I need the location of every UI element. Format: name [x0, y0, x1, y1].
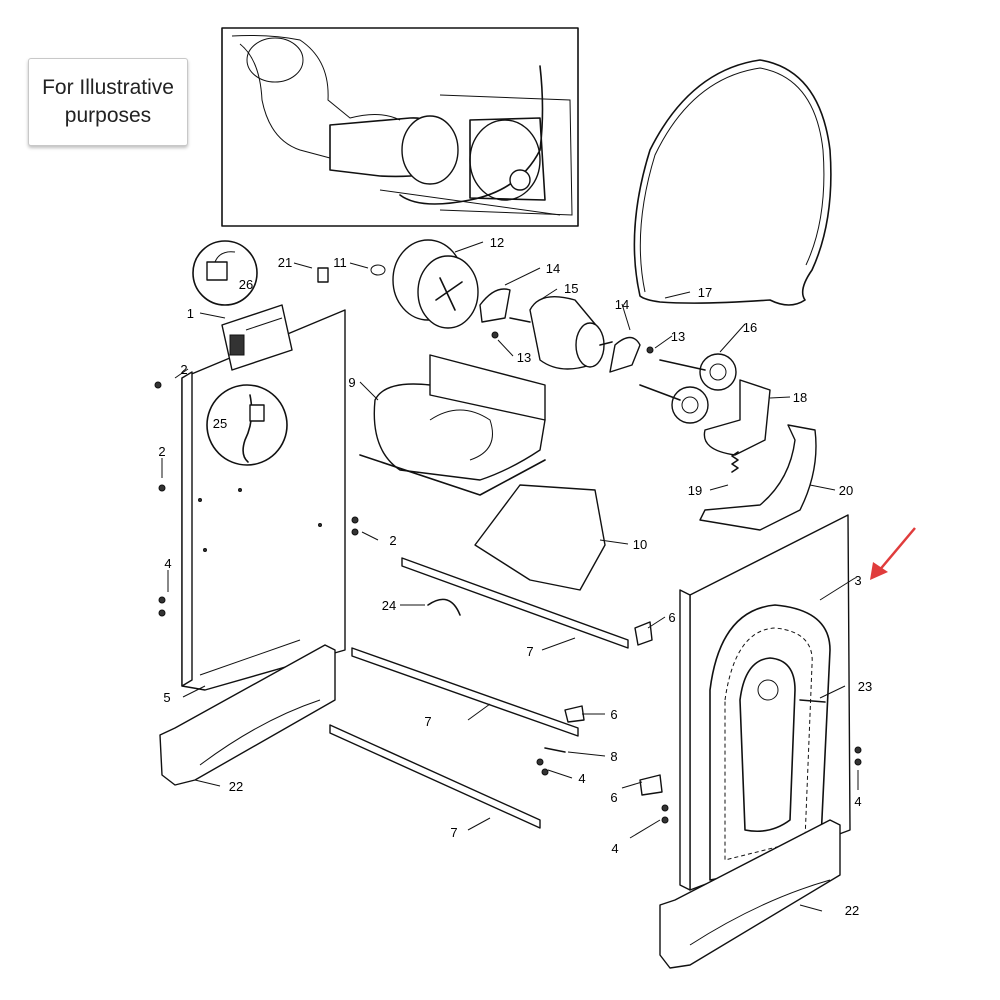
harness-24	[427, 598, 461, 616]
idler-pulleys	[639, 353, 737, 424]
callout-22-a: 22	[229, 779, 243, 794]
callout-16: 16	[743, 320, 757, 335]
leader-lines	[161, 241, 859, 912]
illustrative-purposes-note: For Illustrative purposes	[28, 58, 188, 146]
callout-2-c: 2	[389, 533, 396, 548]
clip-6-c	[639, 774, 663, 796]
callout-7-b: 7	[424, 714, 431, 729]
callout-12: 12	[490, 235, 504, 250]
callout-8: 8	[610, 749, 617, 764]
rail-lower	[329, 724, 541, 829]
front-panel	[679, 514, 851, 891]
drive-motor	[509, 296, 613, 370]
oring-11	[370, 264, 386, 276]
callout-21: 21	[278, 255, 292, 270]
bolt-23	[799, 699, 826, 703]
screws	[154, 331, 862, 824]
callout-19: 19	[688, 483, 702, 498]
callout-20: 20	[839, 483, 853, 498]
air-duct	[474, 484, 606, 591]
base-right	[659, 819, 841, 969]
idler-arm	[703, 379, 771, 456]
blower-wheel	[392, 239, 479, 329]
callout-7-a: 7	[526, 644, 533, 659]
clip-6-b	[564, 705, 585, 723]
callout-6-c: 6	[610, 790, 617, 805]
callout-labels: 1 2 2 2 3 4 4 4 4 5 6 6 6 7 7 7 8 9 10 1…	[158, 235, 872, 918]
callout-4-c: 4	[611, 841, 618, 856]
callout-22-b: 22	[845, 903, 859, 918]
drum-support	[699, 424, 817, 531]
blower-housing	[359, 354, 546, 496]
thermistor-8	[544, 747, 566, 753]
callout-3: 3	[854, 573, 861, 588]
fuse-21	[317, 267, 329, 283]
motor-bracket-left	[479, 288, 511, 323]
rail-upper	[401, 557, 629, 649]
callout-6-b: 6	[610, 707, 617, 722]
callout-10: 10	[633, 537, 647, 552]
callout-26: 26	[239, 277, 253, 292]
callout-2-b: 2	[158, 444, 165, 459]
callout-11: 11	[333, 255, 347, 270]
callout-1: 1	[187, 306, 194, 321]
callout-14-a: 14	[546, 261, 560, 276]
callout-14-b: 14	[615, 297, 629, 312]
callout-18: 18	[793, 390, 807, 405]
callout-9: 9	[348, 375, 355, 390]
callout-13-b: 13	[671, 329, 685, 344]
control-board	[221, 304, 293, 371]
clip-6-a	[634, 621, 653, 646]
harness-detail-25	[206, 384, 288, 466]
callout-4-a: 4	[164, 556, 171, 571]
callout-4-b: 4	[578, 771, 585, 786]
callout-17: 17	[698, 285, 712, 300]
motor-bracket-right	[609, 336, 641, 373]
highlight-arrow	[870, 527, 916, 580]
callout-24: 24	[382, 598, 396, 613]
rail-middle	[351, 647, 579, 737]
callout-15: 15	[564, 281, 578, 296]
inset-detail-view	[221, 27, 579, 227]
callout-23: 23	[858, 679, 872, 694]
callout-7-c: 7	[450, 825, 457, 840]
drive-belt	[633, 59, 832, 306]
callout-6-a: 6	[668, 610, 675, 625]
idler-spring	[731, 451, 739, 473]
callout-2-a: 2	[180, 362, 187, 377]
callout-5: 5	[163, 690, 170, 705]
connector-detail-26	[192, 240, 258, 306]
callout-4-d: 4	[854, 794, 861, 809]
callout-13-a: 13	[517, 350, 531, 365]
left-side-panel	[181, 309, 346, 691]
base-left	[159, 644, 336, 786]
callout-25: 25	[213, 416, 227, 431]
